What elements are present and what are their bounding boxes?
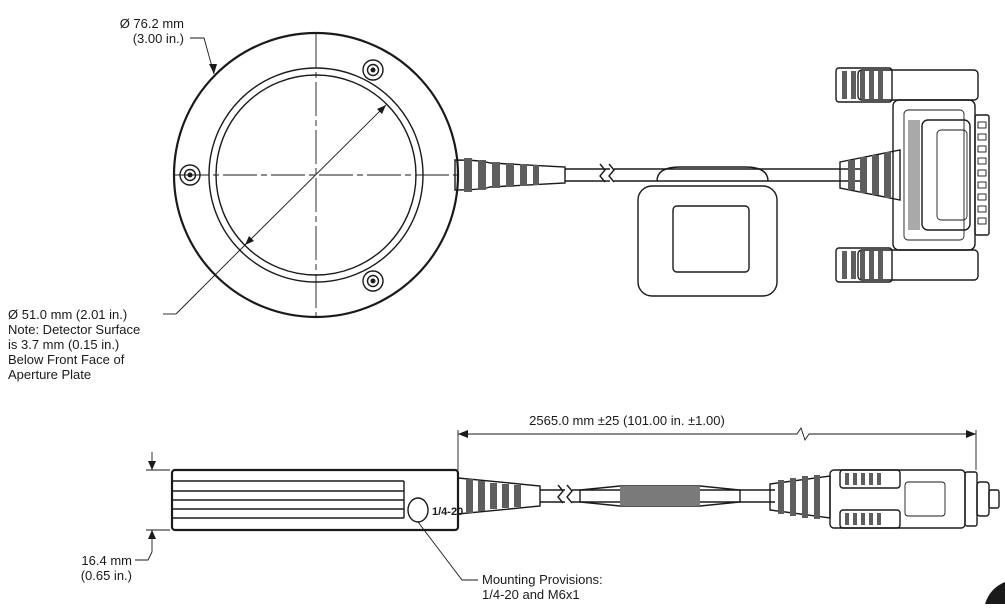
cable-length-label: 2565.0 mm ±25 (101.00 in. ±1.00) [529, 413, 725, 428]
outer-diameter-in: (3.00 in.) [133, 31, 184, 46]
strain-relief-side-left [457, 477, 541, 515]
strain-relief-side-right [769, 475, 831, 519]
note-line-1: Note: Detector Surface [8, 322, 140, 337]
db-connector-side [829, 469, 1000, 529]
arrow-upper [377, 105, 386, 114]
strain-relief-left [454, 158, 566, 192]
outer-diameter-leader [190, 37, 215, 75]
inline-module-side [579, 485, 741, 507]
inline-module-top [637, 166, 778, 297]
mounting-label-1: Mounting Provisions: [482, 572, 603, 587]
note-line-3: Below Front Face of [8, 352, 125, 367]
screw-bottom-right [362, 270, 384, 292]
note-line-2: is 3.7 mm (0.15 in.) [8, 337, 119, 352]
outer-diameter-mm: Ø 76.2 mm [120, 16, 184, 31]
mounting-label-2: 1/4-20 and M6x1 [482, 587, 580, 602]
screw-left [179, 164, 201, 186]
cable-top [565, 163, 860, 183]
sensor-top-view: Ø 76.2 mm (3.00 in.) Ø 51.0 mm (2.01 in.… [8, 16, 990, 382]
outer-diameter-arrow [209, 64, 217, 74]
strain-relief-right [839, 149, 901, 201]
mounting-hole [407, 497, 429, 523]
mounting-leader [417, 521, 478, 581]
corner-mark [985, 582, 1005, 604]
sensor-side-view: 2565.0 mm ±25 (101.00 in. ±1.00) 1/4-20 … [81, 413, 1000, 602]
note-line-4: Aperture Plate [8, 367, 91, 382]
housing-side: 1/4-20 [170, 468, 463, 532]
aperture-diameter-label: Ø 51.0 mm (2.01 in.) [8, 307, 127, 322]
aperture-diameter-line [244, 104, 387, 246]
connector-pins [977, 121, 987, 225]
thickness-in: (0.65 in.) [81, 568, 132, 583]
cable-length-dimension-line [458, 426, 976, 442]
screw-top-right [362, 59, 384, 81]
thread-marking: 1/4-20 [432, 506, 463, 518]
aperture-leader [175, 244, 246, 315]
arrow-lower [245, 236, 254, 245]
db-connector-top [835, 67, 990, 283]
thickness-mm: 16.4 mm [81, 553, 132, 568]
